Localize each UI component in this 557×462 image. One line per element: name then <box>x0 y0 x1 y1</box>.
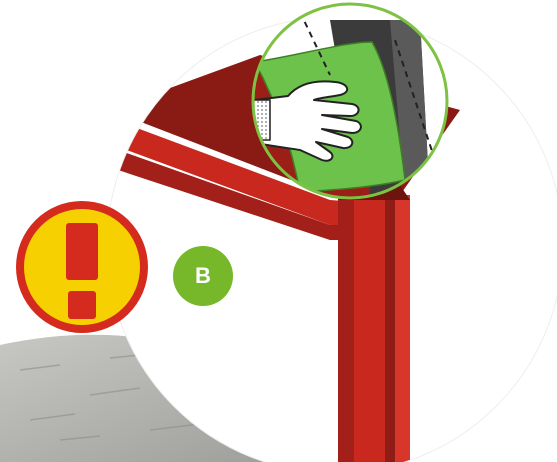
exclamation-warning-icon <box>16 201 148 333</box>
step-b-badge: B <box>173 246 233 306</box>
cleaning-closeup <box>251 2 449 200</box>
